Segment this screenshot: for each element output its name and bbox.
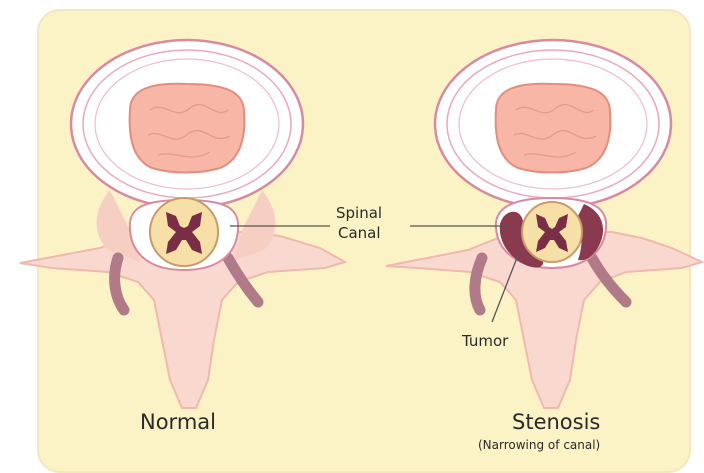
stenosis-note-label: (Narrowing of canal) [478, 438, 600, 452]
stenosis-nucleus [496, 84, 611, 173]
tumor-label: Tumor [462, 332, 508, 350]
spinal-canal-label-line2: Canal [338, 224, 381, 242]
spinal-canal-label-line1: Spinal [336, 204, 382, 222]
normal-label: Normal [140, 410, 216, 434]
stenosis-label: Stenosis [512, 410, 600, 434]
normal-nucleus [130, 84, 245, 173]
